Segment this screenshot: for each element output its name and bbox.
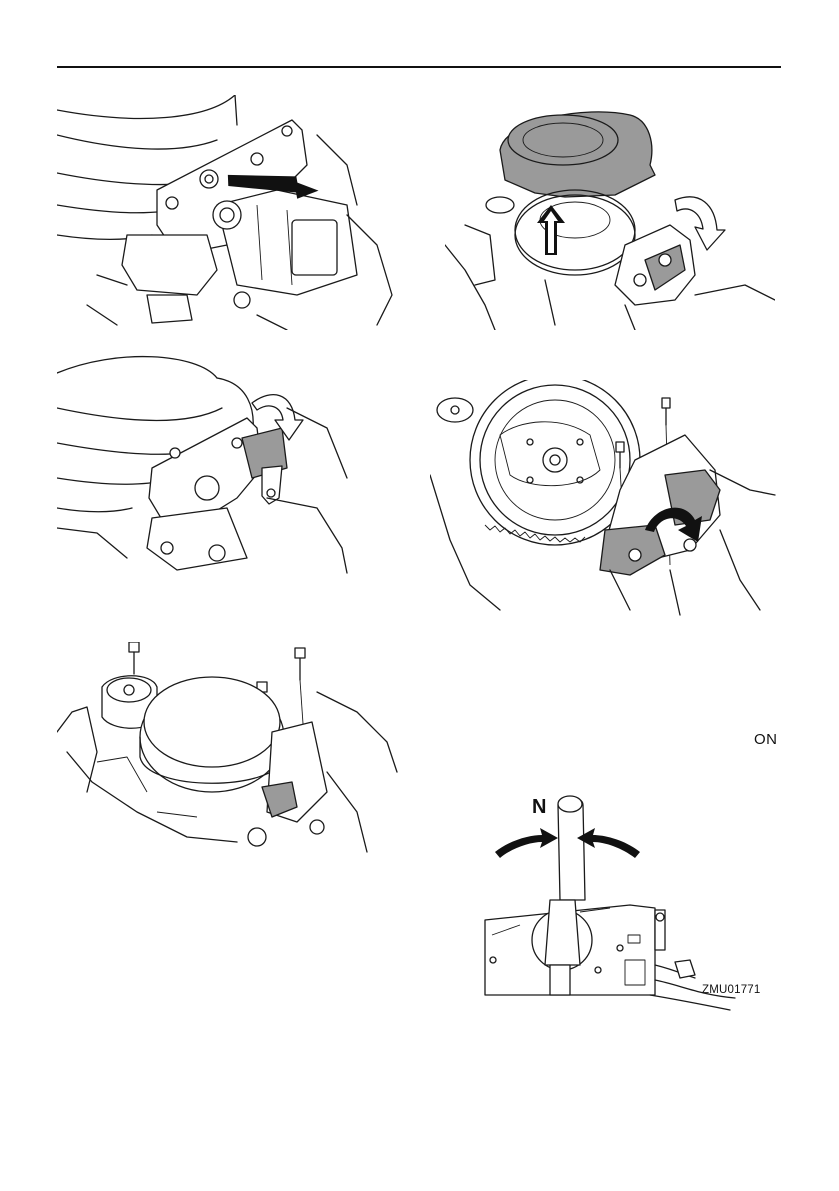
figure-cover-bolts [57, 642, 402, 862]
switch-on-label: ON [754, 731, 778, 748]
lever-neutral-label: N [532, 796, 546, 819]
figure-bolt-removal [57, 95, 397, 330]
figure-bracket-rotate [57, 348, 357, 578]
figure-cover-lift [445, 105, 775, 330]
figure-bracket-bolts [430, 380, 785, 620]
header-rule [57, 66, 781, 68]
figure-code-label: ZMU01771 [702, 984, 761, 996]
figure-remote-control [480, 790, 740, 1015]
